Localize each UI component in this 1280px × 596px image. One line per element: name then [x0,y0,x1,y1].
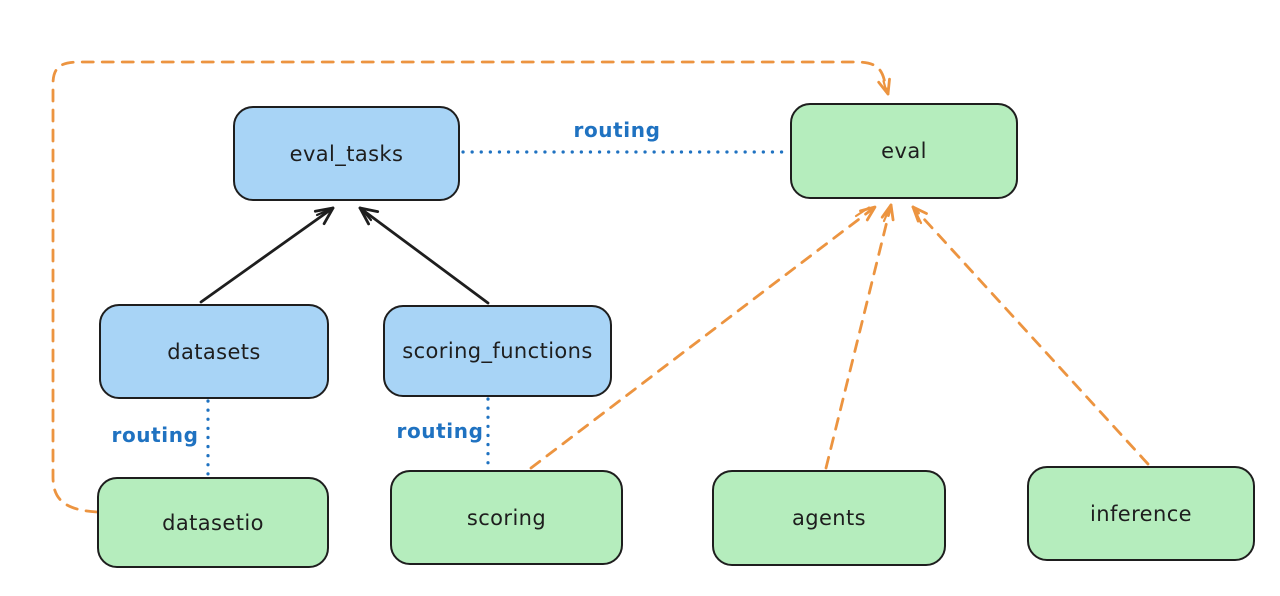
node-inference-label: inference [1090,501,1192,526]
node-datasets: datasets [99,304,329,399]
node-scoring: scoring [390,470,623,565]
edge-scoring-functions-to-eval-tasks [358,206,490,305]
routing-label-scoring-functions-scoring: routing [396,419,484,443]
node-scoring-label: scoring [466,505,547,530]
node-inference: inference [1027,466,1255,561]
edge-agents-to-eval [824,203,895,470]
edge-datasets-to-eval-tasks [199,206,335,304]
routing-label-datasets-datasetio: routing [111,423,199,447]
routing-label-eval-tasks-eval: routing [573,118,661,142]
node-eval-tasks: eval_tasks [233,106,460,201]
node-agents-label: agents [791,506,866,530]
edge-inference-to-eval [911,205,1150,466]
node-datasetio-label: datasetio [162,510,264,535]
node-scoring-functions-label: scoring_functions [402,339,593,363]
node-eval-tasks-label: eval_tasks [289,141,404,166]
node-eval-label: eval [881,139,927,163]
node-datasetio: datasetio [97,477,329,568]
node-agents: agents [712,470,946,566]
node-scoring-functions: scoring_functions [383,305,612,397]
node-eval: eval [790,103,1018,199]
node-datasets-label: datasets [167,339,261,364]
